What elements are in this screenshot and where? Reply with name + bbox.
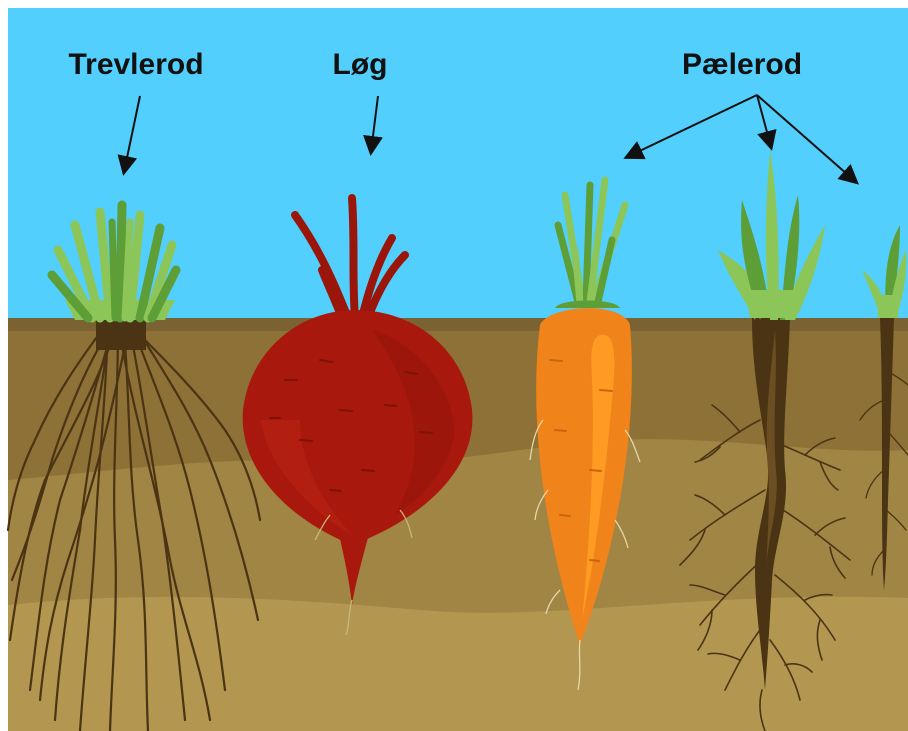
label-taproot: Pælerod: [682, 48, 802, 81]
label-bulb: Løg: [333, 48, 388, 81]
label-fibrous-root: Trevlerod: [68, 48, 203, 81]
soil-lower-layer: [8, 597, 908, 731]
fibrous-root-crown: [96, 318, 146, 350]
